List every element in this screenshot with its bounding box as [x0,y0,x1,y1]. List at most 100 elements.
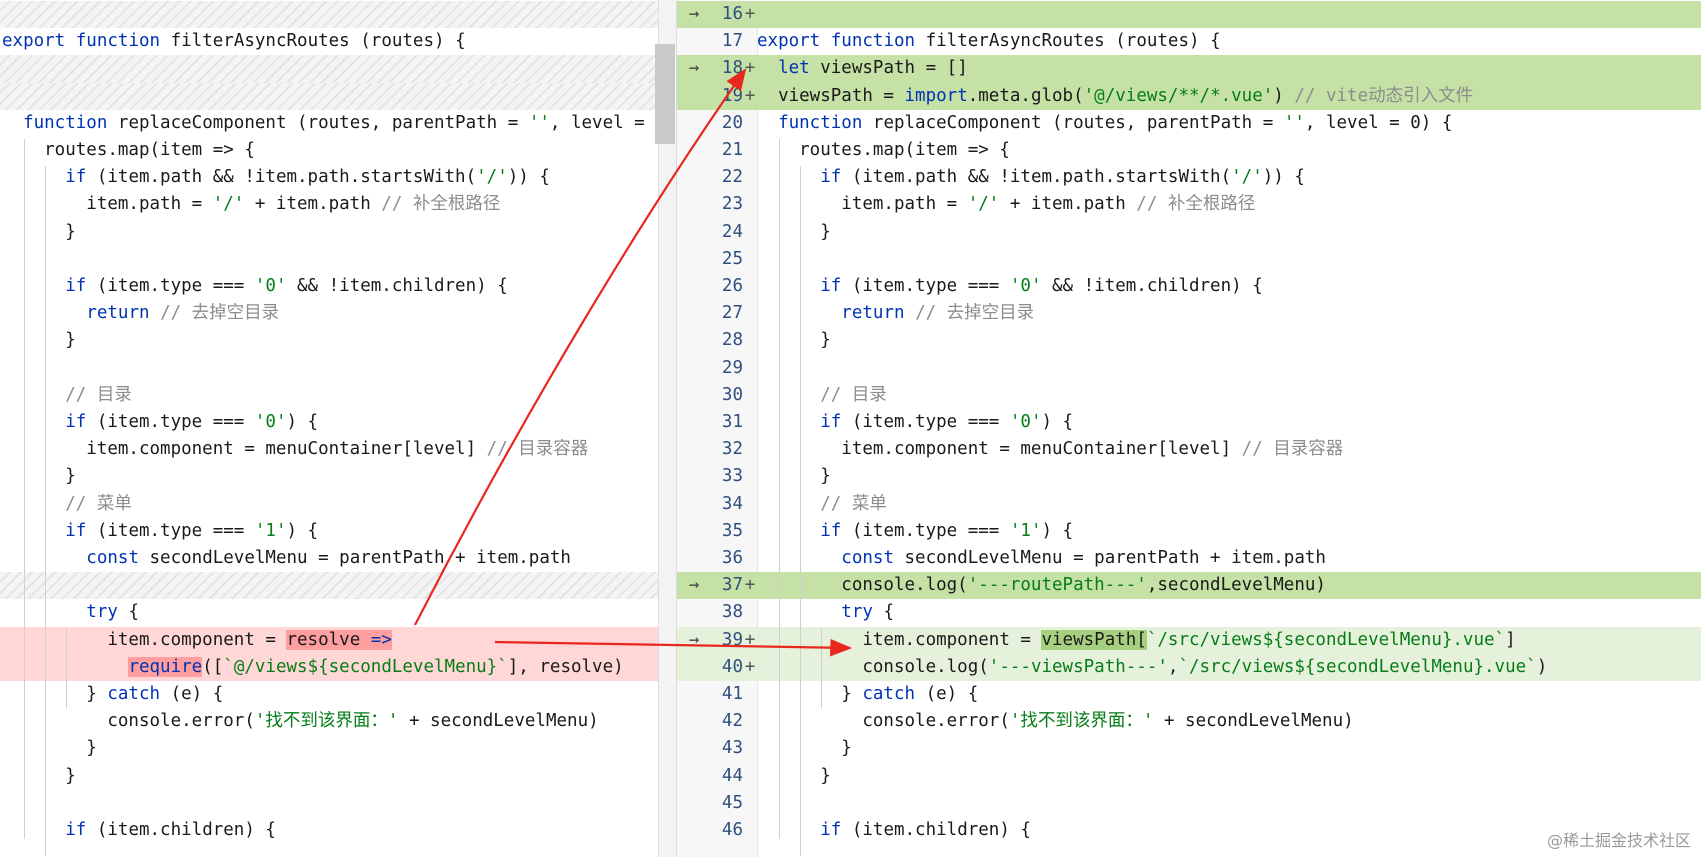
code-text: item.component = menuContainer[level] //… [2,439,589,460]
line-gutter: 46 [677,817,757,844]
right-code-line[interactable]: 33 } [677,463,1701,490]
left-code-line[interactable] [0,572,658,600]
line-number: 39 [721,629,743,650]
line-number: 44 [721,765,743,786]
right-code-line[interactable]: →18+ let viewsPath = [] [677,55,1701,83]
left-code-line[interactable]: } [0,219,658,246]
left-code-line[interactable]: routes.map(item => { [0,137,658,164]
right-code-line[interactable]: 46 if (item.children) { [677,817,1701,844]
watermark: @稀土掘金技术社区 [1546,831,1691,850]
code-text: item.component = menuContainer[level] //… [757,439,1344,460]
left-code-line[interactable]: const secondLevelMenu = parentPath + ite… [0,545,658,572]
line-number: 21 [721,140,743,160]
code-text: console.error('找不到该界面：' + secondLevelMen… [757,711,1354,732]
added-marker: + [744,656,756,677]
right-code-line[interactable]: 31 if (item.type === '0') { [677,409,1701,436]
right-code-line[interactable]: →37+ console.log('---routePath---',secon… [677,572,1701,600]
indent-guide [24,139,25,839]
left-code-line[interactable]: console.error('找不到该界面：' + secondLevelMen… [0,708,658,735]
left-code-line[interactable]: item.path = '/' + item.path // 补全根路径 [0,191,658,218]
line-gutter: 20 [677,110,757,137]
left-code-line[interactable]: } [0,763,658,790]
line-gutter: 26 [677,273,757,300]
line-gutter: 21 [677,137,757,164]
right-code-line[interactable]: 35 if (item.type === '1') { [677,518,1701,545]
left-diff-pane[interactable]: export function filterAsyncRoutes (route… [0,0,658,857]
left-code-line[interactable] [0,55,658,83]
left-code-line[interactable]: if (item.type === '0' && !item.children)… [0,273,658,300]
right-code-line[interactable]: 28 } [677,327,1701,354]
apply-change-arrow-icon[interactable]: → [688,629,700,650]
code-text: if (item.path && !item.path.startsWith('… [820,167,1305,188]
right-code-line[interactable]: →39+ item.component = viewsPath[`/src/vi… [677,626,1701,654]
left-code-line[interactable]: } [0,735,658,762]
left-code-line[interactable]: return // 去掉空目录 [0,300,658,327]
right-code-line[interactable]: 36 const secondLevelMenu = parentPath + … [677,545,1701,572]
right-code-line[interactable]: 40+ console.log('---viewsPath---',`/src/… [677,653,1701,681]
left-code-line[interactable] [0,790,658,817]
right-code-line[interactable]: 22 if (item.path && !item.path.startsWit… [677,164,1701,191]
line-gutter: 22 [677,164,757,191]
left-code-line[interactable]: if (item.children) { [0,817,658,844]
right-code-line[interactable]: 29 [677,355,1701,382]
left-code-line[interactable]: export function filterAsyncRoutes (route… [0,28,658,55]
left-code-line[interactable] [0,355,658,382]
right-code-line[interactable]: 20 function replaceComponent (routes, pa… [677,110,1701,137]
right-code-line[interactable]: 19+ viewsPath = import.meta.glob('@/view… [677,82,1701,110]
left-code-line[interactable]: try { [0,599,658,626]
right-code-line[interactable]: 26 if (item.type === '0' && !item.childr… [677,273,1701,300]
line-number: 38 [721,602,743,623]
left-code-line[interactable]: } [0,463,658,490]
left-code-line[interactable]: if (item.type === '0') { [0,409,658,436]
right-code-line[interactable]: 34 // 菜单 [677,491,1701,518]
right-code-line[interactable]: 38 try { [677,599,1701,626]
line-gutter: 30 [677,382,757,409]
left-code-line[interactable]: // 菜单 [0,491,658,518]
right-code-line[interactable]: 24 } [677,219,1701,246]
left-code-line[interactable]: if (item.path && !item.path.startsWith('… [0,164,658,191]
right-code-line[interactable]: 44 } [677,763,1701,790]
left-code-line[interactable] [0,246,658,273]
right-code-line[interactable]: →16+ [677,1,1701,29]
line-gutter: 42 [677,708,757,735]
left-code-line[interactable]: } [0,327,658,354]
right-code-line[interactable]: 43 } [677,735,1701,762]
code-text: // 目录 [65,384,132,405]
line-number: 27 [721,303,743,324]
apply-change-arrow-icon[interactable]: → [688,58,700,79]
left-code-line[interactable]: if (item.type === '1') { [0,518,658,545]
right-code-line[interactable]: 32 item.component = menuContainer[level]… [677,436,1701,463]
line-gutter: 45 [677,790,757,817]
right-code-line[interactable]: 21 routes.map(item => { [677,137,1701,164]
added-marker: + [744,629,756,650]
right-code-line[interactable]: 25 [677,246,1701,273]
code-text: console.log('---routePath---',secondLeve… [757,575,1326,596]
code-text: function replaceComponent (routes, paren… [778,112,1453,133]
left-code-line[interactable] [0,82,658,110]
line-gutter: 25 [677,246,757,273]
right-code-line[interactable]: 45 [677,790,1701,817]
apply-change-arrow-icon[interactable]: → [688,4,700,24]
left-code-line[interactable]: require([`@/views${secondLevelMenu}`], r… [0,653,658,681]
left-code-line[interactable] [0,1,658,29]
left-code-line[interactable]: // 目录 [0,382,658,409]
line-number: 35 [721,520,743,541]
scrollbar-thumb[interactable] [655,44,675,144]
left-code-line[interactable]: } catch (e) { [0,681,658,708]
left-code-line[interactable]: item.component = menuContainer[level] //… [0,436,658,463]
right-code-line[interactable]: 41 } catch (e) { [677,681,1701,708]
right-code-line[interactable]: 30 // 目录 [677,382,1701,409]
line-number: 17 [721,31,743,52]
code-text: routes.map(item => { [2,140,255,160]
code-text: } [757,221,831,242]
line-number: 42 [721,711,743,732]
right-code-line[interactable]: 23 item.path = '/' + item.path // 补全根路径 [677,191,1701,218]
right-code-line[interactable]: 42 console.error('找不到该界面：' + secondLevel… [677,708,1701,735]
indent-guide [66,628,67,708]
left-code-line[interactable]: function replaceComponent (routes, paren… [0,110,658,137]
right-code-line[interactable]: 27 return // 去掉空目录 [677,300,1701,327]
apply-change-arrow-icon[interactable]: → [688,575,700,596]
left-code-line[interactable]: item.component = resolve => [0,626,658,654]
